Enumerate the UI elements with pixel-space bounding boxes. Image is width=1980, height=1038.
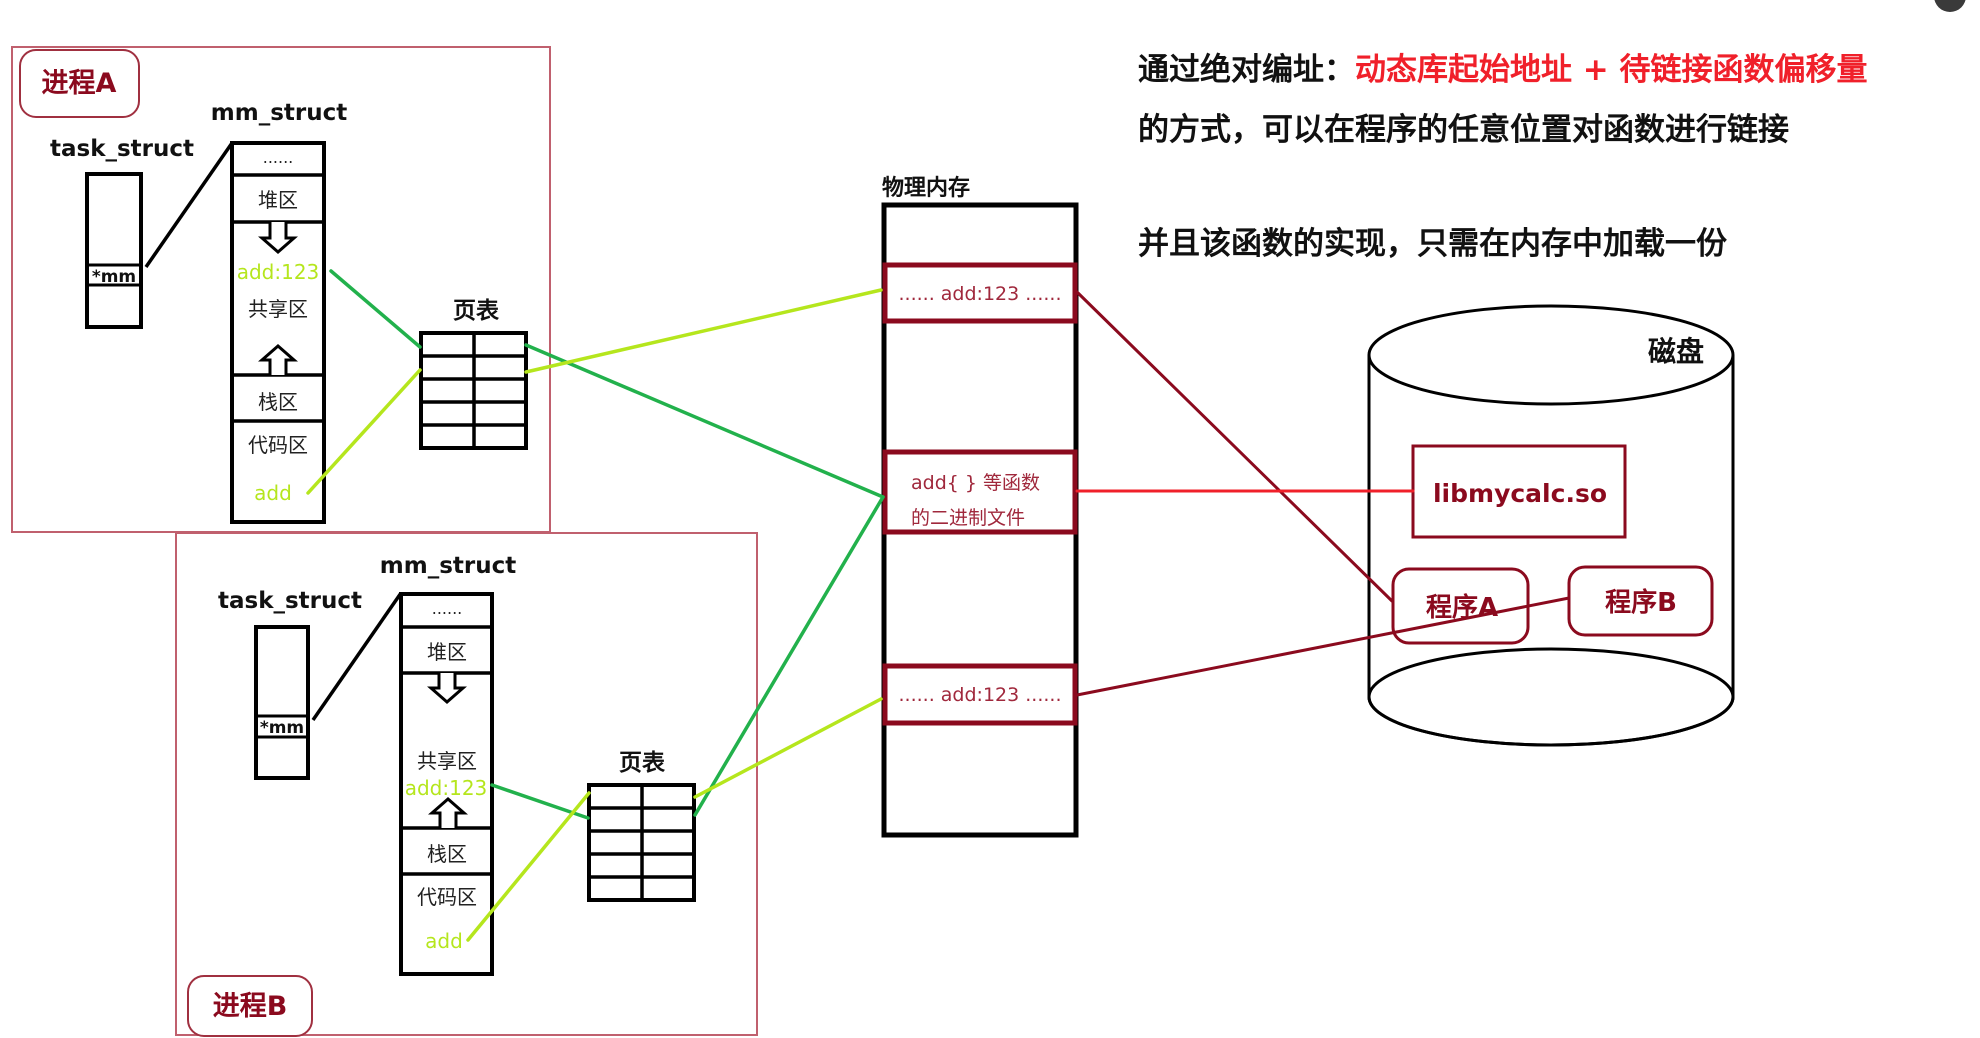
process-a-shared-symbol: add:123 (237, 260, 320, 284)
connector-a-shared-to-pagetable (329, 269, 422, 349)
connector-b-code-to-pagetable (466, 791, 591, 942)
process-b: 进程B task_struct *mm mm_struct ...... 堆区 … (175, 532, 758, 1037)
process-b-mm-field: *mm (260, 718, 304, 738)
memory-block-top-text: ...... add:123 ...... (899, 283, 1062, 305)
process-b-task-struct-label: task_struct (218, 588, 362, 614)
memory-block-shared-lib-line2: 的二进制文件 (911, 507, 1025, 529)
memory-block-bottom-text: ...... add:123 ...... (899, 684, 1062, 706)
segment-stack: 栈区 (258, 390, 298, 414)
segment-shared: 共享区 (417, 749, 477, 773)
disk-label: 磁盘 (1648, 335, 1704, 368)
library-file-name: libmycalc.so (1433, 479, 1607, 508)
process-b-frame (175, 532, 758, 1036)
process-b-page-table (587, 783, 696, 902)
segment-ellipsis: ...... (432, 599, 463, 618)
memory-block-top (882, 262, 1078, 324)
segment-heap: 堆区 (258, 188, 298, 212)
memory-block-shared-lib (882, 449, 1078, 535)
process-a-task-struct-label: task_struct (50, 136, 194, 162)
segment-code: 代码区 (248, 433, 308, 457)
physical-memory: 物理内存 ...... add:123 ...... add{ } 等函数 的二… (881, 175, 1079, 838)
process-a-page-table (419, 331, 528, 450)
process-a-label-box (19, 49, 140, 118)
process-a-task-struct (85, 172, 143, 329)
process-a-title: 进程A (42, 68, 117, 99)
connector-memory-bottom-to-program-b (1075, 596, 1571, 697)
physical-memory-label: 物理内存 (882, 175, 970, 201)
heading-highlight: 动态库起始地址 + 待链接函数偏移量 (1355, 52, 1868, 88)
heading-prefix: 通过绝对编址： (1138, 52, 1355, 88)
process-b-page-table-label: 页表 (619, 750, 666, 776)
process-b-task-struct (254, 625, 310, 780)
segment-stack: 栈区 (427, 842, 467, 866)
connector-b-pagetable-to-memory-bottom (693, 697, 883, 799)
process-a-mm-field: *mm (92, 267, 136, 287)
disk-bottom-ellipse (1367, 647, 1735, 747)
heading-line-1: 通过绝对编址：动态库起始地址 + 待链接函数偏移量 (1138, 44, 1868, 89)
memory-block-bottom (882, 663, 1078, 726)
process-a-code-symbol: add (254, 481, 292, 505)
segment-ellipsis: ...... (263, 148, 294, 167)
connectors (306, 269, 1571, 942)
stack-grow-up-arrow-icon (258, 344, 298, 375)
process-b-code-symbol: add (425, 929, 463, 953)
connector-a-code-to-pagetable (306, 368, 422, 495)
stack-grow-up-arrow-icon (428, 797, 468, 828)
disk-top-ellipse (1367, 304, 1735, 406)
connector-memory-top-to-program-a (1075, 290, 1394, 603)
connector-a-pagetable-to-memory-top (524, 288, 883, 374)
connector-b-pagetable-to-shared-lib (693, 495, 885, 817)
process-b-label-box (187, 975, 313, 1037)
segment-shared: 共享区 (248, 297, 308, 321)
process-a-mm-pointer (144, 142, 234, 268)
segment-heap: 堆区 (427, 640, 467, 664)
process-b-shared-symbol: add:123 (405, 776, 488, 800)
connector-a-pagetable-to-shared-lib (524, 343, 885, 499)
heap-grow-down-arrow-icon (427, 673, 467, 704)
program-b-box (1567, 565, 1714, 637)
process-a: 进程A task_struct *mm mm_struct ...... 堆区 … (11, 46, 551, 533)
memory-block-shared-lib-line1: add{ } 等函数 (911, 472, 1040, 494)
corner-circle-icon (1934, 0, 1966, 12)
process-b-mm-struct-label: mm_struct (380, 553, 516, 579)
segment-code: 代码区 (417, 885, 477, 909)
program-b-label: 程序B (1605, 587, 1677, 618)
heading-line-2: 的方式，可以在程序的任意位置对函数进行链接 (1138, 112, 1789, 148)
heap-grow-down-arrow-icon (258, 222, 298, 254)
process-a-mm-struct (230, 141, 326, 524)
disk: 磁盘 libmycalc.so 程序A 程序B (1367, 304, 1735, 747)
process-a-mm-struct-label: mm_struct (211, 100, 347, 126)
process-b-title: 进程B (213, 991, 288, 1022)
process-b-mm-struct (399, 592, 494, 976)
process-b-mm-pointer (311, 592, 403, 721)
heading-line-3: 并且该函数的实现，只需在内存中加载一份 (1138, 226, 1727, 262)
library-file-box (1411, 444, 1627, 539)
process-a-page-table-label: 页表 (453, 298, 500, 324)
